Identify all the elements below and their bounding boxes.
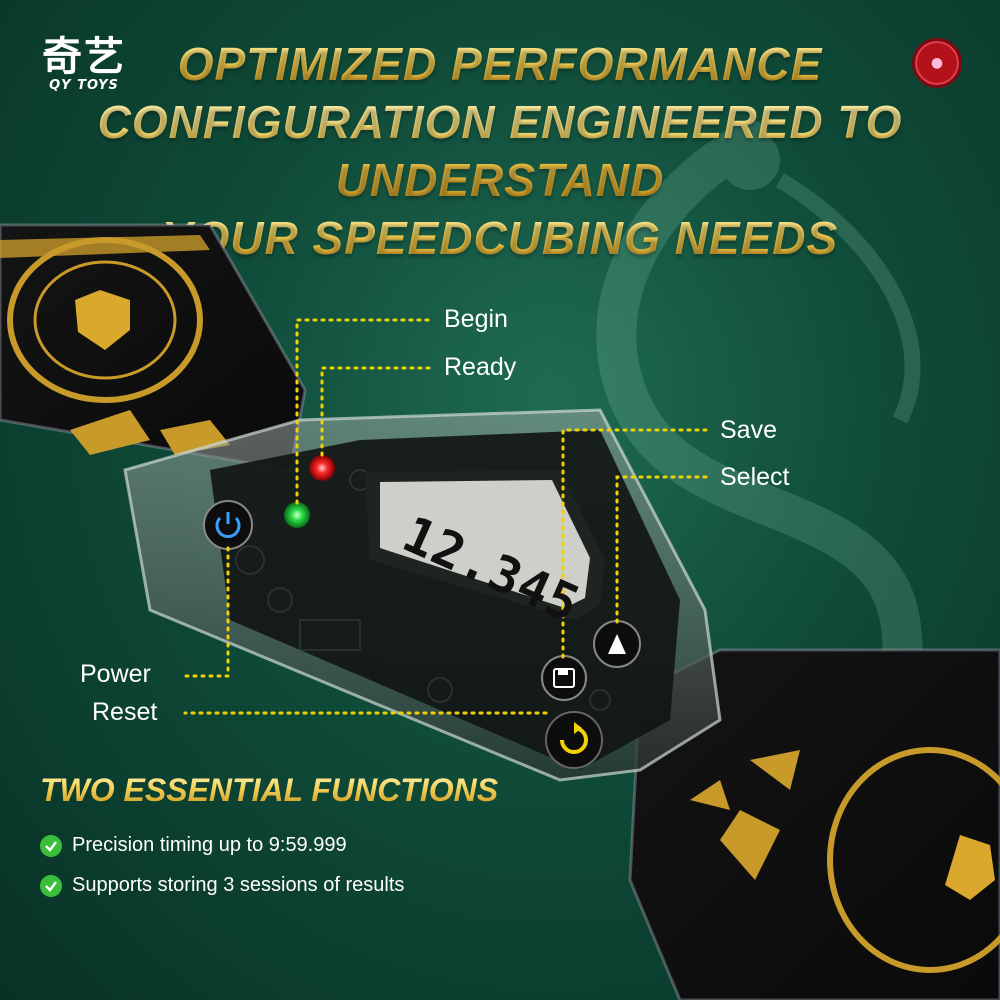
headline-line-3: YOUR SPEEDCUBING NEEDS — [60, 209, 940, 267]
brand-name-cn: 奇艺 — [42, 36, 126, 78]
label-ready: Ready — [444, 353, 517, 381]
seal-icon: ● — [912, 38, 962, 88]
feature-item: Precision timing up to 9:59.999 — [40, 834, 347, 857]
label-power: Power — [80, 660, 151, 688]
label-begin: Begin — [444, 305, 508, 333]
select-button — [593, 620, 641, 668]
begin-led — [284, 502, 310, 528]
brand-name-en: QY TOYS — [42, 78, 126, 93]
feature-text: Supports storing 3 sessions of results — [72, 874, 405, 896]
left-mat — [0, 223, 307, 472]
check-icon — [40, 834, 62, 857]
ready-led — [309, 455, 335, 481]
headline-line-1: OPTIMIZED PERFORMANCE — [60, 35, 940, 93]
label-reset: Reset — [92, 698, 158, 726]
power-button — [203, 500, 253, 550]
brand-logo: 奇艺 QY TOYS — [42, 36, 126, 93]
label-select: Select — [720, 463, 790, 491]
save-button — [541, 655, 587, 701]
headline-line-2: CONFIGURATION ENGINEERED TO UNDERSTAND — [60, 93, 940, 209]
functions-title: TWO ESSENTIAL FUNCTIONS — [40, 772, 499, 808]
reset-button — [545, 711, 603, 769]
headline: OPTIMIZED PERFORMANCE CONFIGURATION ENGI… — [60, 35, 940, 267]
feature-item: Supports storing 3 sessions of results — [40, 874, 404, 897]
right-mat — [628, 648, 1000, 1000]
lcd-display — [365, 470, 605, 620]
label-save: Save — [720, 416, 777, 444]
feature-text: Precision timing up to 9:59.999 — [72, 834, 347, 856]
check-icon — [40, 874, 62, 897]
